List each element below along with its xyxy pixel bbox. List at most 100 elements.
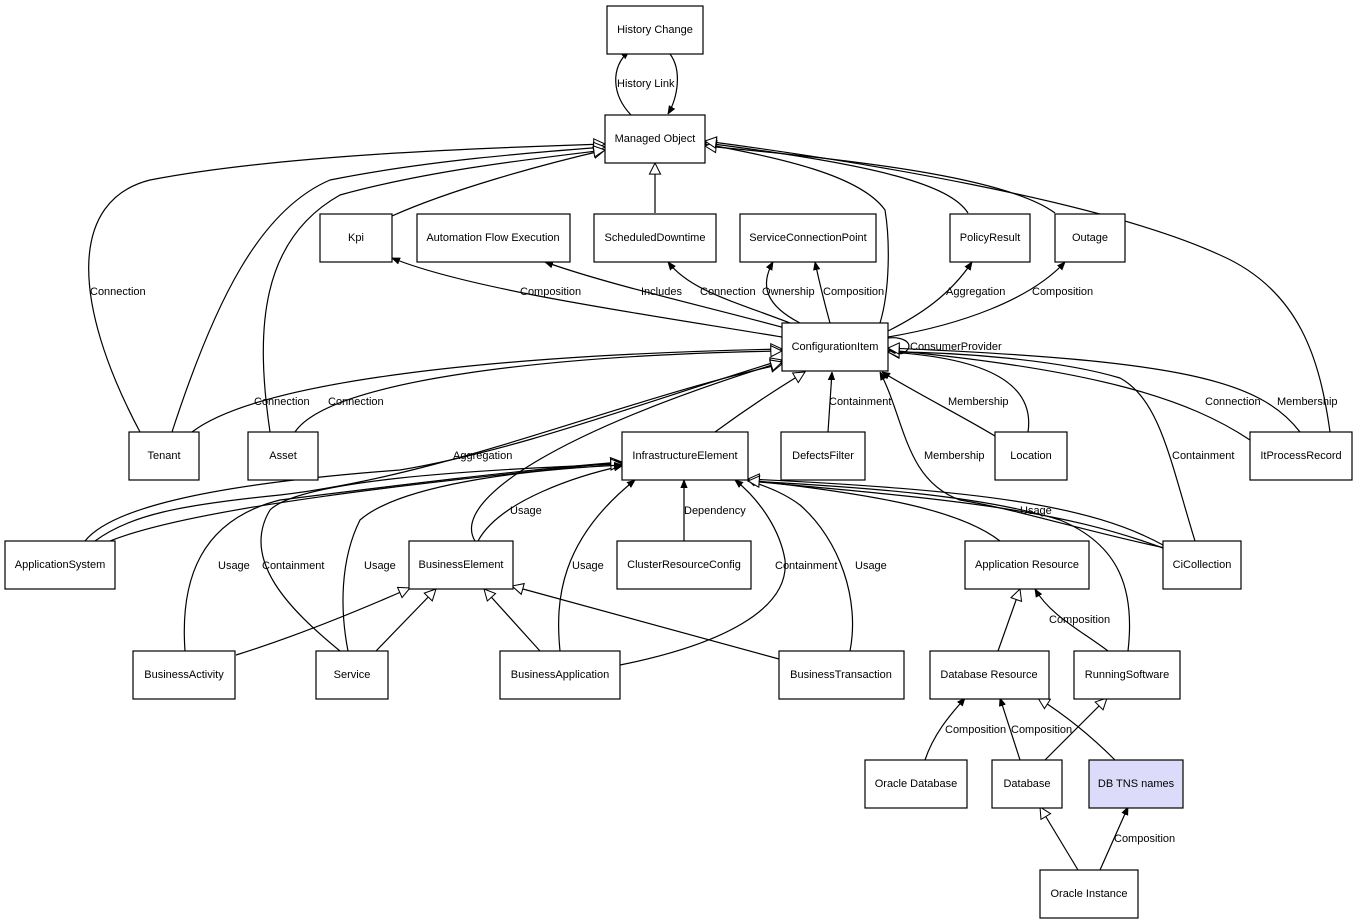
node-service-connection-point[interactable]: ServiceConnectionPoint bbox=[739, 213, 877, 263]
edge-service-infra-usage bbox=[342, 465, 622, 652]
svg-text:ClusterResourceConfig: ClusterResourceConfig bbox=[627, 559, 741, 571]
svg-text:ConfigurationItem: ConfigurationItem bbox=[792, 341, 879, 353]
label-usage-business-activity: Usage bbox=[218, 560, 250, 572]
edge-tenant-managedobject-a bbox=[88, 144, 605, 433]
node-asset[interactable]: Asset bbox=[247, 431, 319, 481]
svg-text:BusinessActivity: BusinessActivity bbox=[144, 669, 224, 681]
node-db-tns-names[interactable]: DB TNS names bbox=[1088, 759, 1184, 809]
svg-text:ApplicationSystem: ApplicationSystem bbox=[15, 559, 106, 571]
edge-service-infra-containment bbox=[260, 464, 622, 652]
node-database-resource[interactable]: Database Resource bbox=[929, 650, 1050, 700]
svg-text:InfrastructureElement: InfrastructureElement bbox=[632, 450, 737, 462]
label-composition-kpi: Composition bbox=[520, 286, 581, 298]
node-application-resource[interactable]: Application Resource bbox=[964, 540, 1090, 590]
edge-service-be bbox=[375, 589, 436, 652]
edge-businesselement-infra bbox=[477, 466, 622, 542]
node-cluster-resource-config[interactable]: ClusterResourceConfig bbox=[616, 540, 752, 590]
svg-text:Outage: Outage bbox=[1072, 232, 1108, 244]
node-business-application[interactable]: BusinessApplication bbox=[499, 650, 621, 700]
svg-text:CiCollection: CiCollection bbox=[1173, 559, 1232, 571]
node-outage[interactable]: Outage bbox=[1054, 213, 1126, 263]
svg-text:PolicyResult: PolicyResult bbox=[960, 232, 1021, 244]
label-aggregation-appsys: Aggregation bbox=[453, 450, 512, 462]
edge-ci-kpi bbox=[392, 257, 783, 338]
edge-location-ci-b bbox=[888, 352, 1030, 433]
edge-appsys-ci-a bbox=[84, 360, 782, 542]
edge-businessapp-be bbox=[484, 589, 541, 652]
edge-defects-ci bbox=[827, 372, 832, 433]
svg-text:Oracle Instance: Oracle Instance bbox=[1050, 888, 1127, 900]
svg-text:History Change: History Change bbox=[617, 24, 693, 36]
node-history-change[interactable]: History Change bbox=[606, 5, 704, 55]
label-usage-business-transaction: Usage bbox=[855, 560, 887, 572]
node-it-process-record[interactable]: ItProcessRecord bbox=[1249, 431, 1353, 481]
node-kpi[interactable]: Kpi bbox=[319, 213, 393, 263]
edge-runningsw-infra bbox=[748, 481, 1131, 652]
edge-runningsw-appresource bbox=[1035, 589, 1109, 652]
label-membership-itpr: Membership bbox=[1277, 396, 1338, 408]
edge-history-link-down bbox=[668, 53, 678, 114]
svg-text:Asset: Asset bbox=[269, 450, 297, 462]
edge-tns-dbresource bbox=[1038, 698, 1116, 761]
edge-businessapp-infra-containment bbox=[619, 480, 786, 666]
node-running-software[interactable]: RunningSoftware bbox=[1073, 650, 1181, 700]
svg-text:Automation Flow Execution: Automation Flow Execution bbox=[426, 232, 559, 244]
node-location[interactable]: Location bbox=[994, 431, 1068, 481]
edge-cicollection-ci-containment bbox=[888, 352, 1196, 542]
svg-text:Service: Service bbox=[334, 669, 371, 681]
node-oracle-database[interactable]: Oracle Database bbox=[864, 759, 968, 809]
label-composition-database: Composition bbox=[1011, 724, 1072, 736]
edge-ci-automation bbox=[545, 262, 786, 329]
node-database[interactable]: Database bbox=[991, 759, 1063, 809]
label-usage-service: Usage bbox=[364, 560, 396, 572]
label-composition-running-software: Composition bbox=[1049, 614, 1110, 626]
svg-text:Oracle Database: Oracle Database bbox=[875, 778, 958, 790]
label-includes: Includes bbox=[641, 286, 682, 298]
edge-database-dbresource bbox=[1000, 698, 1021, 761]
svg-text:Managed Object: Managed Object bbox=[615, 133, 696, 145]
edge-history-link-up bbox=[615, 51, 632, 116]
node-infrastructure-element[interactable]: InfrastructureElement bbox=[621, 431, 749, 481]
edges bbox=[84, 51, 1331, 871]
label-dependency: Dependency bbox=[684, 505, 746, 517]
node-managed-object[interactable]: Managed Object bbox=[604, 114, 706, 164]
edge-businesselement-ci bbox=[470, 362, 782, 542]
node-business-transaction[interactable]: BusinessTransaction bbox=[778, 650, 905, 700]
edge-tenant-ci bbox=[191, 349, 782, 433]
node-business-activity[interactable]: BusinessActivity bbox=[132, 650, 236, 700]
node-oracle-instance[interactable]: Oracle Instance bbox=[1039, 869, 1139, 919]
node-application-system[interactable]: ApplicationSystem bbox=[4, 540, 116, 590]
label-connection-tenant: Connection bbox=[90, 286, 146, 298]
svg-text:Application Resource: Application Resource bbox=[975, 559, 1079, 571]
node-automation-flow-execution[interactable]: Automation Flow Execution bbox=[416, 213, 571, 263]
edge-businessactivity-infra bbox=[183, 462, 622, 652]
label-connection-asset-ci: Connection bbox=[328, 396, 384, 408]
svg-text:Location: Location bbox=[1010, 450, 1052, 462]
svg-text:DB TNS names: DB TNS names bbox=[1098, 778, 1175, 790]
label-composition-oracle-instance: Composition bbox=[1114, 833, 1175, 845]
node-business-element[interactable]: BusinessElement bbox=[408, 540, 514, 590]
node-ci-collection[interactable]: CiCollection bbox=[1162, 540, 1242, 590]
edge-ci-scp-ownership bbox=[766, 262, 801, 324]
edge-businessapp-infra bbox=[558, 480, 635, 652]
node-service[interactable]: Service bbox=[315, 650, 389, 700]
node-tenant[interactable]: Tenant bbox=[128, 431, 200, 481]
edge-labels: History Link Connection Composition Incl… bbox=[90, 78, 1338, 845]
node-defects-filter[interactable]: DefectsFilter bbox=[780, 431, 866, 481]
edge-ci-scp-composition bbox=[815, 262, 831, 324]
svg-text:DefectsFilter: DefectsFilter bbox=[792, 450, 854, 462]
edge-ci-policyresult bbox=[887, 262, 972, 332]
svg-text:BusinessElement: BusinessElement bbox=[419, 559, 504, 571]
node-policy-result[interactable]: PolicyResult bbox=[949, 213, 1031, 263]
label-containment-defects: Containment bbox=[829, 396, 891, 408]
edge-businesstx-be bbox=[512, 586, 780, 660]
edge-database-runningsw bbox=[1044, 698, 1107, 761]
svg-text:Database Resource: Database Resource bbox=[940, 669, 1037, 681]
edge-ci-scheduleddowntime bbox=[668, 262, 791, 324]
node-scheduled-downtime[interactable]: ScheduledDowntime bbox=[593, 213, 717, 263]
label-ownership: Ownership bbox=[762, 286, 815, 298]
label-containment-cicoll: Containment bbox=[1172, 450, 1234, 462]
edge-itprocess-managedobject bbox=[705, 141, 1331, 433]
node-configuration-item[interactable]: ConfigurationItem bbox=[781, 322, 889, 372]
